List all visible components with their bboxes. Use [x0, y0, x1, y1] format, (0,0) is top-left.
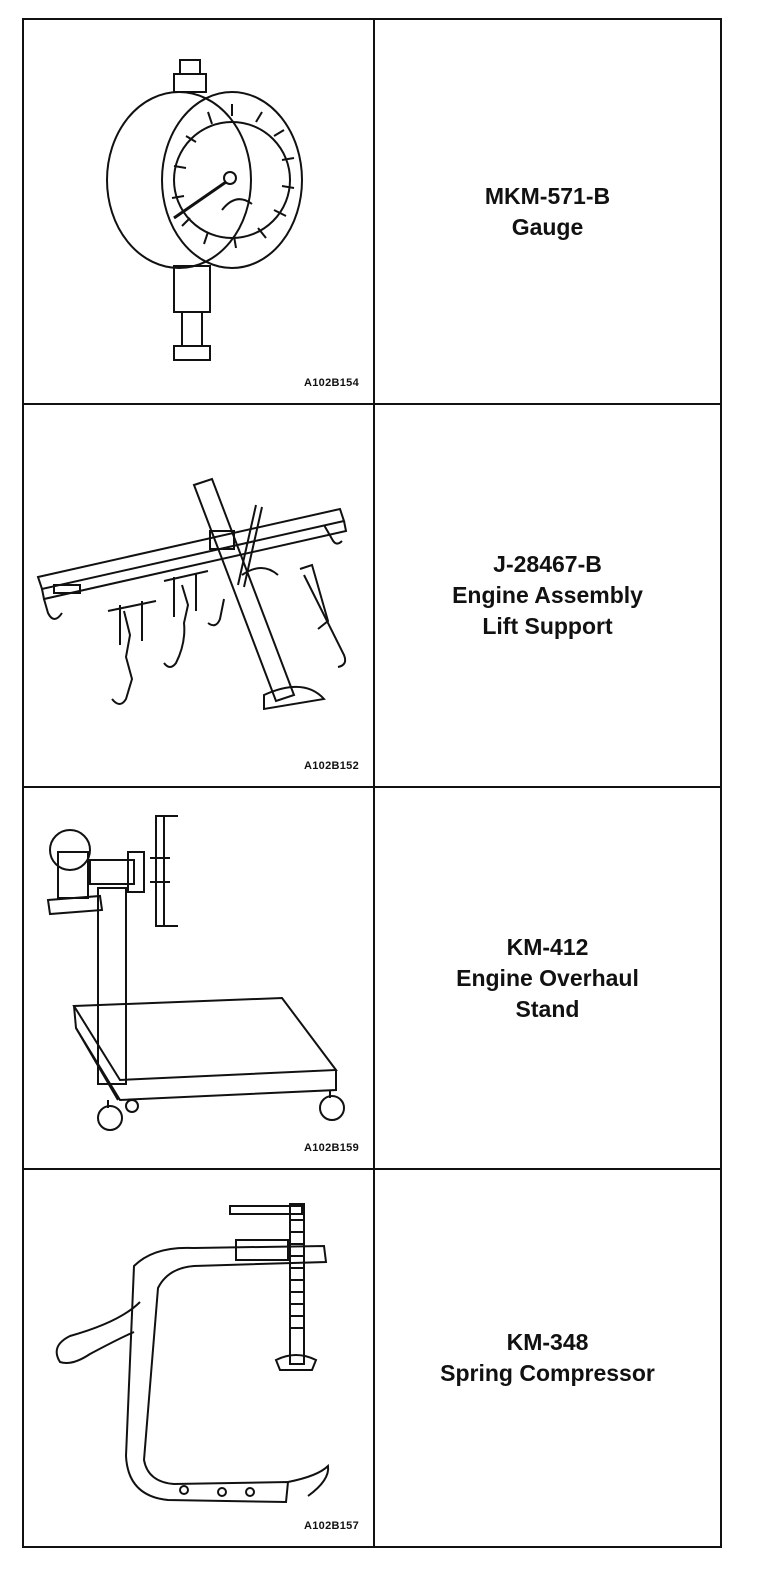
tool-name-line: Engine Overhaul: [456, 964, 639, 991]
overhaul-stand-illustration: A102B159: [24, 788, 373, 1168]
tool-row-lift-support: A102B152 J-28467-B Engine Assembly Lift …: [24, 405, 720, 786]
special-tools-table: A102B154 MKM-571-B Gauge: [22, 18, 722, 1548]
row-divider: [24, 786, 720, 788]
tool-label: J-28467-B Engine Assembly Lift Support: [375, 405, 720, 786]
tool-row-overhaul-stand: A102B159 KM-412 Engine Overhaul Stand: [24, 788, 720, 1168]
tool-row-gauge: A102B154 MKM-571-B Gauge: [24, 20, 720, 403]
lift-support-illustration: A102B152: [24, 405, 373, 786]
tool-label: MKM-571-B Gauge: [375, 20, 720, 403]
image-code: A102B152: [304, 760, 359, 772]
image-code: A102B154: [304, 377, 359, 389]
tool-label: KM-412 Engine Overhaul Stand: [375, 788, 720, 1168]
tool-label: KM-348 Spring Compressor: [375, 1170, 720, 1546]
tool-number: MKM-571-B: [484, 182, 611, 209]
tool-number: KM-348: [506, 1329, 589, 1355]
column-divider: [373, 20, 375, 1546]
tool-number: KM-412: [506, 933, 589, 960]
spring-compressor-illustration: A102B157: [24, 1170, 373, 1546]
row-divider: [24, 1168, 720, 1170]
tool-name-line: Spring Compressor: [440, 1360, 655, 1386]
tool-name-line: Gauge: [511, 213, 584, 240]
dial-gauge-illustration: A102B154: [24, 20, 373, 403]
image-code: A102B157: [304, 1520, 359, 1532]
row-divider: [24, 403, 720, 405]
tool-row-spring-compressor: A102B157 KM-348 Spring Compressor: [24, 1170, 720, 1546]
image-code: A102B159: [304, 1142, 359, 1154]
tool-name-line: Stand: [515, 995, 580, 1022]
tool-name-line: Engine Assembly: [452, 582, 643, 608]
tool-number: J-28467-B: [493, 551, 602, 577]
tool-name-line: Lift Support: [482, 613, 613, 639]
